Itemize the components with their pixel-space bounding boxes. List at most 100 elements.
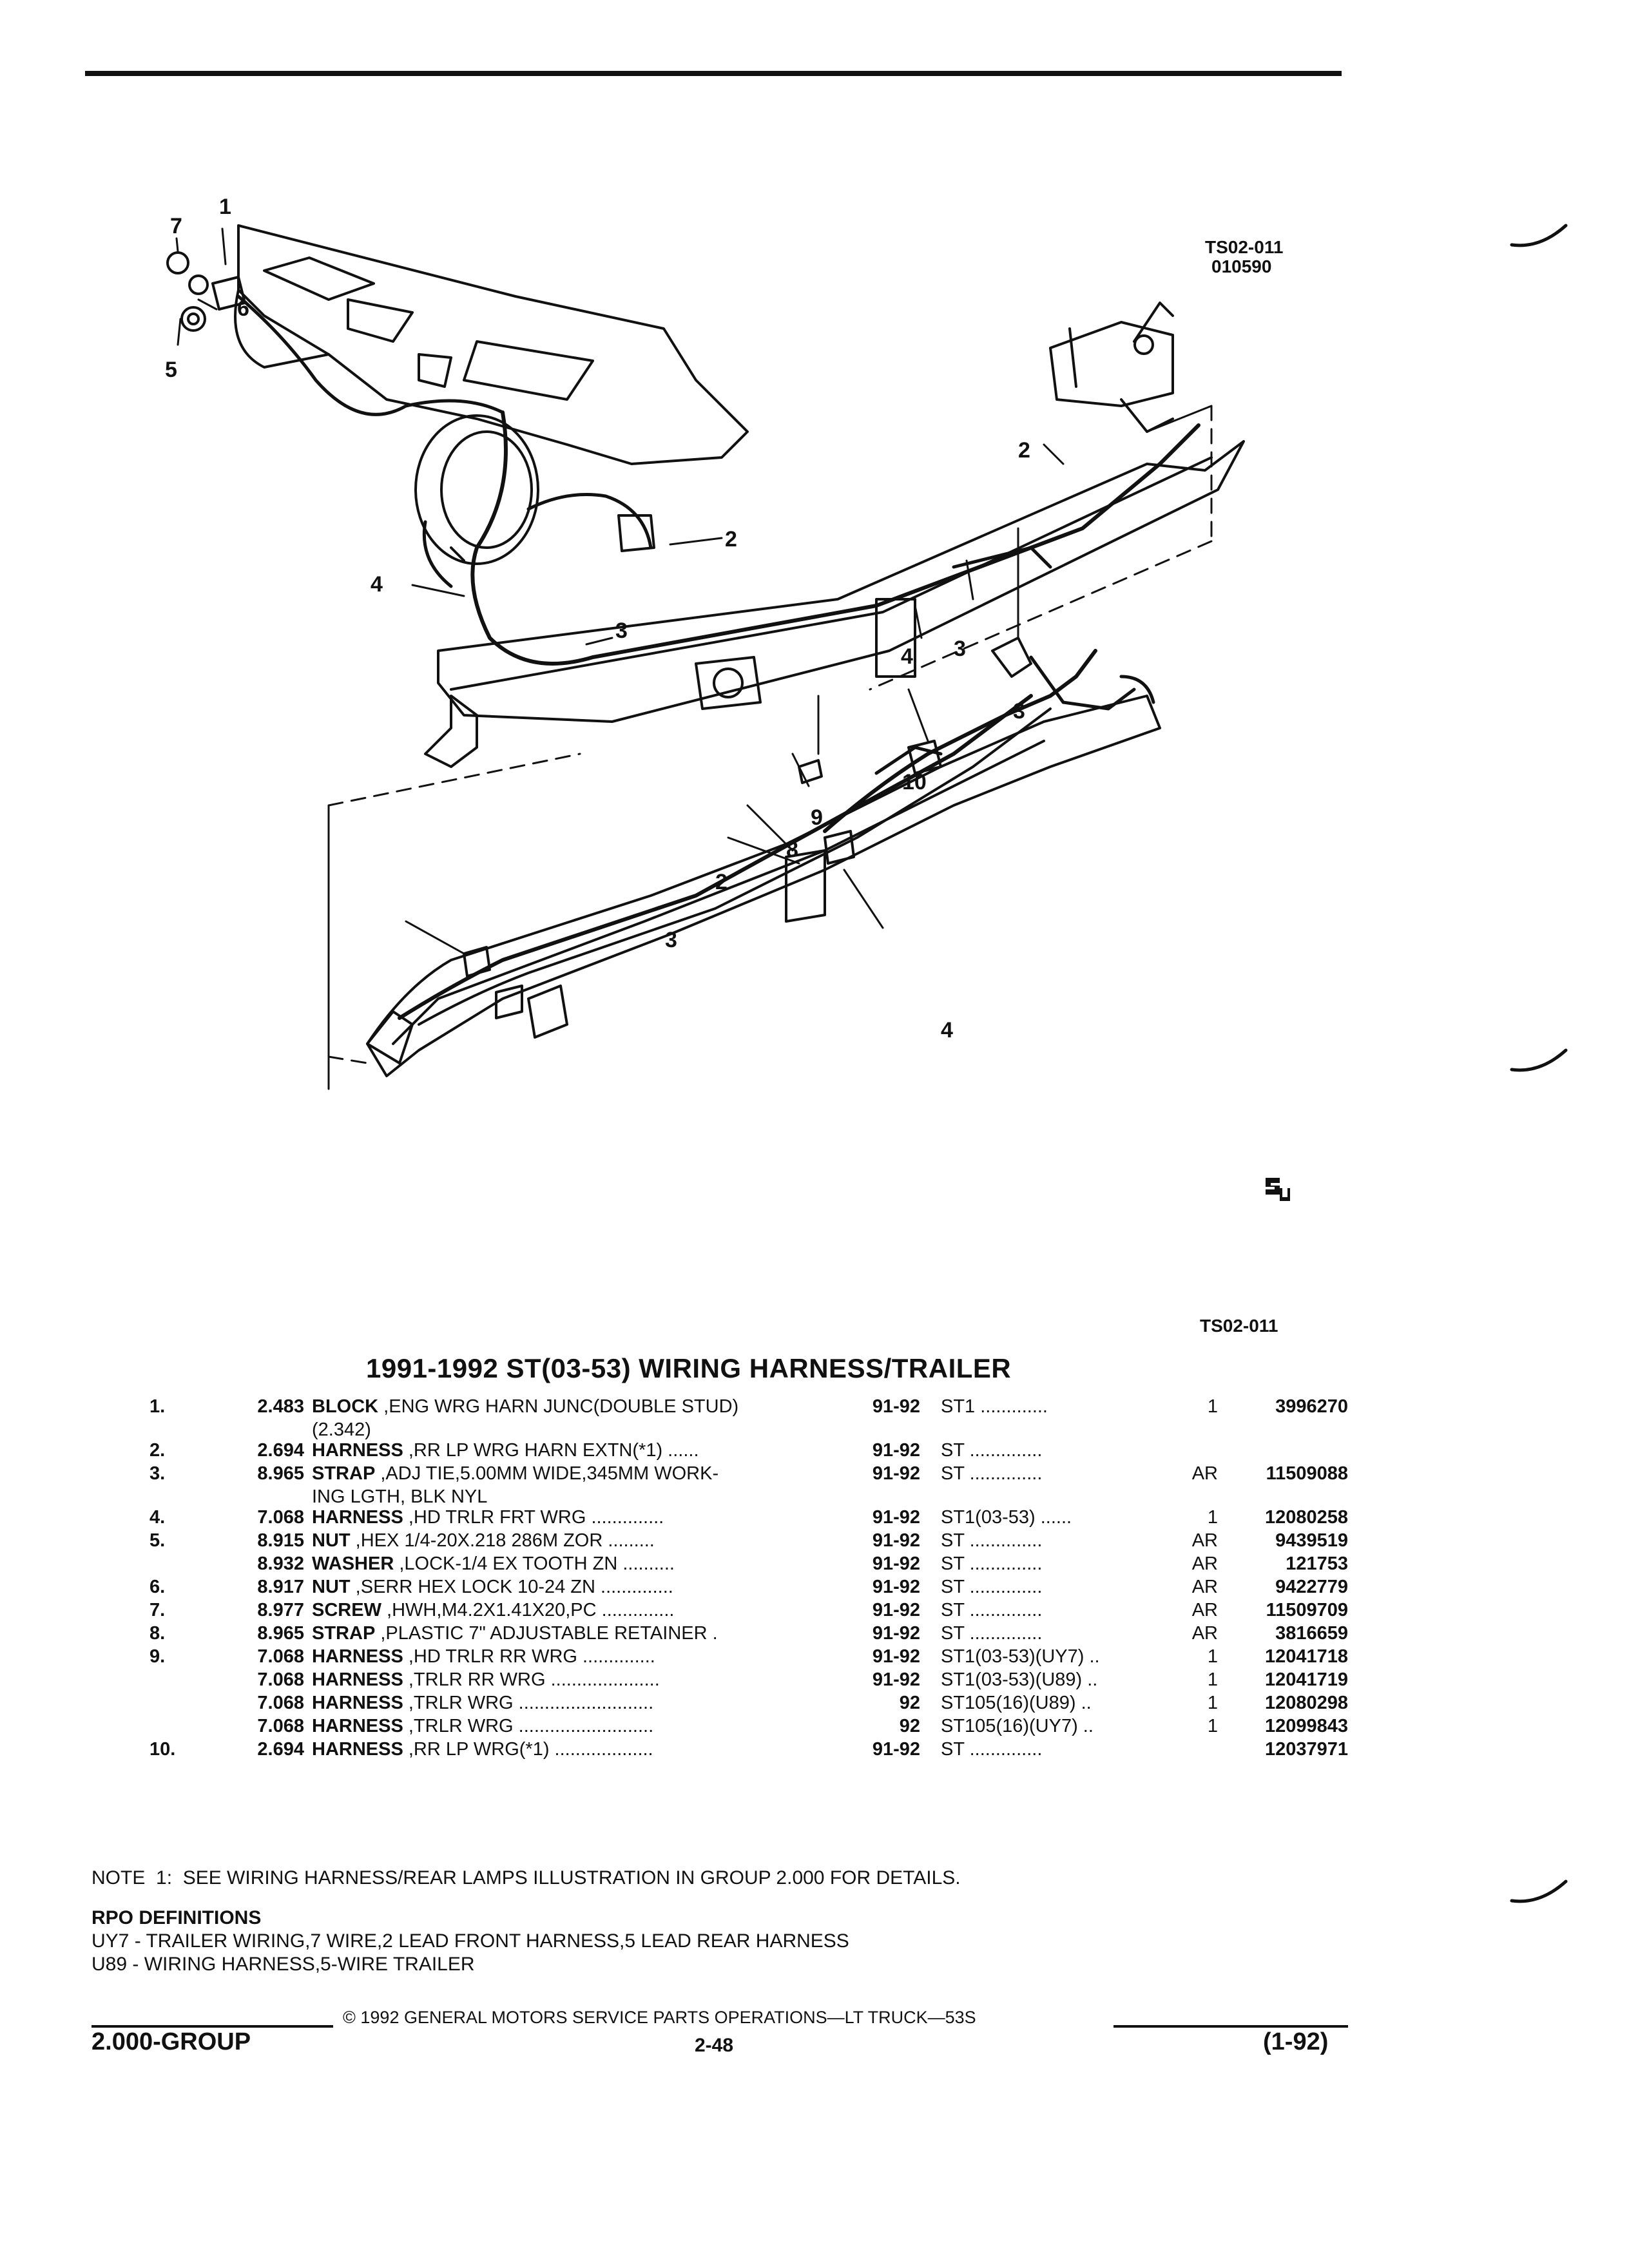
part-quantity: 1 <box>1207 1693 1218 1713</box>
part-quantity: AR <box>1191 1623 1218 1644</box>
part-name: WASHER <box>312 1553 394 1574</box>
part-number: 11509709 <box>1266 1600 1348 1620</box>
footer-date: (1-92) <box>1263 2028 1329 2055</box>
part-group-number: 7.068 <box>257 1716 304 1736</box>
rpo-definition-uy7: UY7 - TRAILER WIRING,7 WIRE,2 LEAD FRONT… <box>92 1930 849 1952</box>
callout-lower-8: 8 <box>786 838 798 862</box>
callout-lower-10: 10 <box>902 770 927 794</box>
part-number: 3996270 <box>1275 1396 1348 1417</box>
part-number: 12041719 <box>1264 1669 1348 1690</box>
part-detail: ,HD TRLR FRT WRG .............. <box>403 1507 664 1528</box>
part-detail: ,LOCK-1/4 EX TOOTH ZN .......... <box>394 1553 675 1574</box>
figure-code-bottom: TS02-011 <box>1200 1316 1278 1336</box>
part-name: STRAP <box>312 1463 376 1484</box>
part-name: HARNESS <box>312 1669 403 1690</box>
part-model: ST .............. <box>941 1623 1043 1644</box>
part-quantity: AR <box>1191 1463 1218 1484</box>
part-description: HARNESS ,HD TRLR FRT WRG .............. <box>312 1506 850 1529</box>
part-model: ST105(16)(U89) .. <box>941 1693 1092 1713</box>
part-group-number: 2.483 <box>257 1396 304 1417</box>
part-number: 11509088 <box>1266 1463 1348 1484</box>
part-years: 91-92 <box>872 1463 920 1484</box>
part-group-number: 7.068 <box>257 1507 304 1528</box>
part-description: STRAP ,PLASTIC 7" ADJUSTABLE RETAINER . <box>312 1622 850 1645</box>
part-number: 12080258 <box>1264 1507 1348 1528</box>
callout-upper-2b: 2 <box>1018 438 1030 463</box>
callout-upper-4a: 4 <box>371 572 383 597</box>
part-description: SCREW ,HWH,M4.2X1.41X20,PC .............… <box>312 1599 850 1622</box>
part-description: WASHER ,LOCK-1/4 EX TOOTH ZN .......... <box>312 1552 850 1575</box>
part-years: 91-92 <box>872 1530 920 1551</box>
footer-rule-left <box>92 2025 333 2028</box>
part-ref-number: 5. <box>149 1530 166 1551</box>
part-number: 3816659 <box>1275 1623 1348 1644</box>
callout-upper-1: 1 <box>219 195 231 219</box>
part-number: 121753 <box>1286 1553 1348 1574</box>
part-model: ST .............. <box>941 1553 1043 1574</box>
part-group-number: 8.915 <box>257 1530 304 1551</box>
margin-mark-1 <box>1510 224 1568 247</box>
upper-assembly <box>166 224 1245 768</box>
part-name: SCREW <box>312 1600 381 1620</box>
part-ref-number: 8. <box>149 1623 166 1644</box>
part-description: BLOCK ,ENG WRG HARN JUNC(DOUBLE STUD) <box>312 1395 850 1418</box>
part-description-continued: ING LGTH, BLK NYL <box>312 1486 488 1507</box>
part-years: 92 <box>899 1693 920 1713</box>
part-description: NUT ,HEX 1/4-20X.218 286M ZOR ......... <box>312 1529 850 1552</box>
part-number: 9422779 <box>1275 1577 1348 1597</box>
part-model: ST1 ............. <box>941 1396 1048 1417</box>
part-group-number: 8.932 <box>257 1553 304 1574</box>
part-group-number: 2.694 <box>257 1440 304 1461</box>
part-quantity: AR <box>1191 1600 1218 1620</box>
callout-upper-2a: 2 <box>725 527 737 552</box>
part-name: BLOCK <box>312 1396 379 1417</box>
part-detail: ,TRLR WRG .......................... <box>403 1693 654 1713</box>
part-model: ST .............. <box>941 1530 1043 1551</box>
part-model: ST1(03-53)(UY7) .. <box>941 1646 1100 1667</box>
part-ref-number: 6. <box>149 1577 166 1597</box>
part-number: 12041718 <box>1264 1646 1348 1667</box>
callout-lower-3b: 3 <box>665 928 677 952</box>
part-model: ST .............. <box>941 1440 1043 1461</box>
part-model: ST1(03-53)(U89) .. <box>941 1669 1098 1690</box>
part-years: 91-92 <box>872 1577 920 1597</box>
part-detail: ,SERR HEX LOCK 10-24 ZN .............. <box>350 1577 673 1597</box>
part-model: ST .............. <box>941 1463 1043 1484</box>
part-description: STRAP ,ADJ TIE,5.00MM WIDE,345MM WORK- <box>312 1462 850 1485</box>
part-quantity: AR <box>1191 1577 1218 1597</box>
callout-upper-4b: 4 <box>901 644 913 669</box>
footer-copyright: © 1992 GENERAL MOTORS SERVICE PARTS OPER… <box>343 2008 976 2027</box>
footnote: NOTE 1: SEE WIRING HARNESS/REAR LAMPS IL… <box>92 1867 961 1888</box>
callout-lower-4: 4 <box>941 1018 953 1043</box>
part-name: HARNESS <box>312 1507 403 1528</box>
callout-upper-7: 7 <box>170 214 182 238</box>
part-quantity: AR <box>1191 1530 1218 1551</box>
part-description-continued: (2.342) <box>312 1419 371 1440</box>
part-detail: ,PLASTIC 7" ADJUSTABLE RETAINER . <box>375 1623 718 1644</box>
part-years: 91-92 <box>872 1646 920 1667</box>
section-title: 1991-1992 ST(03-53) WIRING HARNESS/TRAIL… <box>366 1353 1012 1383</box>
part-description: HARNESS ,HD TRLR RR WRG .............. <box>312 1645 850 1668</box>
part-group-number: 7.068 <box>257 1669 304 1690</box>
part-description: HARNESS ,RR LP WRG(*1) .................… <box>312 1738 850 1761</box>
part-detail: ,ENG WRG HARN JUNC(DOUBLE STUD) <box>378 1396 739 1417</box>
part-quantity: 1 <box>1207 1646 1218 1667</box>
footer-page-number: 2-48 <box>695 2035 734 2056</box>
figure-code-date: 010590 <box>1211 256 1272 276</box>
part-model: ST .............. <box>941 1577 1043 1597</box>
callout-upper-5: 5 <box>165 358 177 382</box>
part-years: 91-92 <box>872 1623 920 1644</box>
part-group-number: 7.068 <box>257 1646 304 1667</box>
part-group-number: 8.965 <box>257 1463 304 1484</box>
part-model: ST .............. <box>941 1739 1043 1760</box>
part-description: HARNESS ,TRLR WRG ......................… <box>312 1715 850 1738</box>
